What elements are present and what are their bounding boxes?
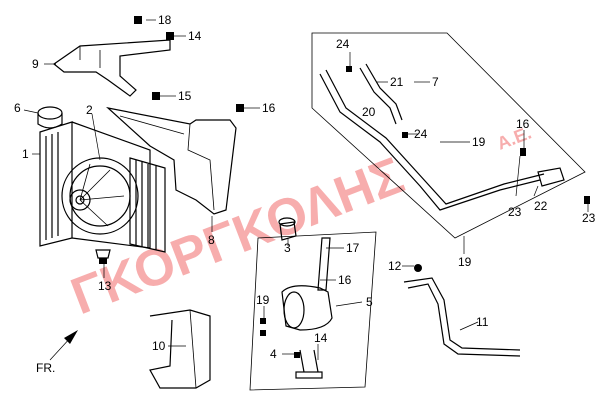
callout-5: 5 xyxy=(366,295,373,309)
callout-22: 22 xyxy=(534,199,548,213)
fasteners xyxy=(134,16,590,358)
callout-21: 21 xyxy=(390,75,404,89)
hose-set xyxy=(319,63,565,211)
bracket-upper xyxy=(52,39,171,97)
callout-23-hose: 23 xyxy=(508,205,522,219)
callout-1: 1 xyxy=(22,147,29,161)
radiator-assembly xyxy=(37,106,166,253)
callout-13: 13 xyxy=(98,279,112,293)
callout-19-top: 18 xyxy=(158,13,172,27)
shroud xyxy=(105,106,237,215)
watermark: ΓΚΟΡΓΚΟΛΗΣ Α.Ε. xyxy=(64,123,535,327)
watermark-brand: ΓΚΟΡΓΚΟΛΗΣ xyxy=(64,146,412,326)
front-direction-arrow xyxy=(49,330,78,361)
callout-15: 16 xyxy=(516,117,530,131)
hose-group-frame xyxy=(311,32,586,239)
callout-24-mid: 24 xyxy=(414,127,428,141)
reservoir-group-frame xyxy=(249,231,377,391)
leader-lines xyxy=(23,19,589,360)
callout-labels: 18 14 9 15 16 6 2 1 8 13 3 17 16 5 19 10… xyxy=(14,13,596,375)
callout-7: 7 xyxy=(432,75,439,89)
callout-24-top: 24 xyxy=(336,37,350,51)
callout-8: 8 xyxy=(208,233,215,247)
callout-14-bottom: 14 xyxy=(314,331,328,345)
direction-label: FR. xyxy=(36,361,55,375)
callout-18: 17 xyxy=(346,241,360,255)
callout-12: 12 xyxy=(388,259,402,273)
callout-16-right: 16 xyxy=(262,101,276,115)
callout-10: 10 xyxy=(152,339,166,353)
callout-20: 20 xyxy=(362,105,376,119)
callout-14-top: 14 xyxy=(188,29,202,43)
coolant-pipe xyxy=(403,264,521,357)
radiator-guard xyxy=(149,309,211,389)
callout-19-reservoir: 19 xyxy=(256,293,270,307)
callout-17: 16 xyxy=(338,273,352,287)
reservoir-tank xyxy=(278,217,333,379)
callout-11: 11 xyxy=(476,315,489,329)
callout-19-hose: 19 xyxy=(472,135,486,149)
callout-16-left: 15 xyxy=(178,89,192,103)
callout-2: 2 xyxy=(86,103,93,117)
callout-3: 3 xyxy=(284,241,291,255)
callout-4: 4 xyxy=(270,347,277,361)
callout-9: 9 xyxy=(32,57,39,71)
callout-19-pipe: 19 xyxy=(458,255,472,269)
fan-switch xyxy=(95,249,111,264)
callout-23-right: 23 xyxy=(582,211,596,225)
callout-6: 6 xyxy=(14,101,21,115)
